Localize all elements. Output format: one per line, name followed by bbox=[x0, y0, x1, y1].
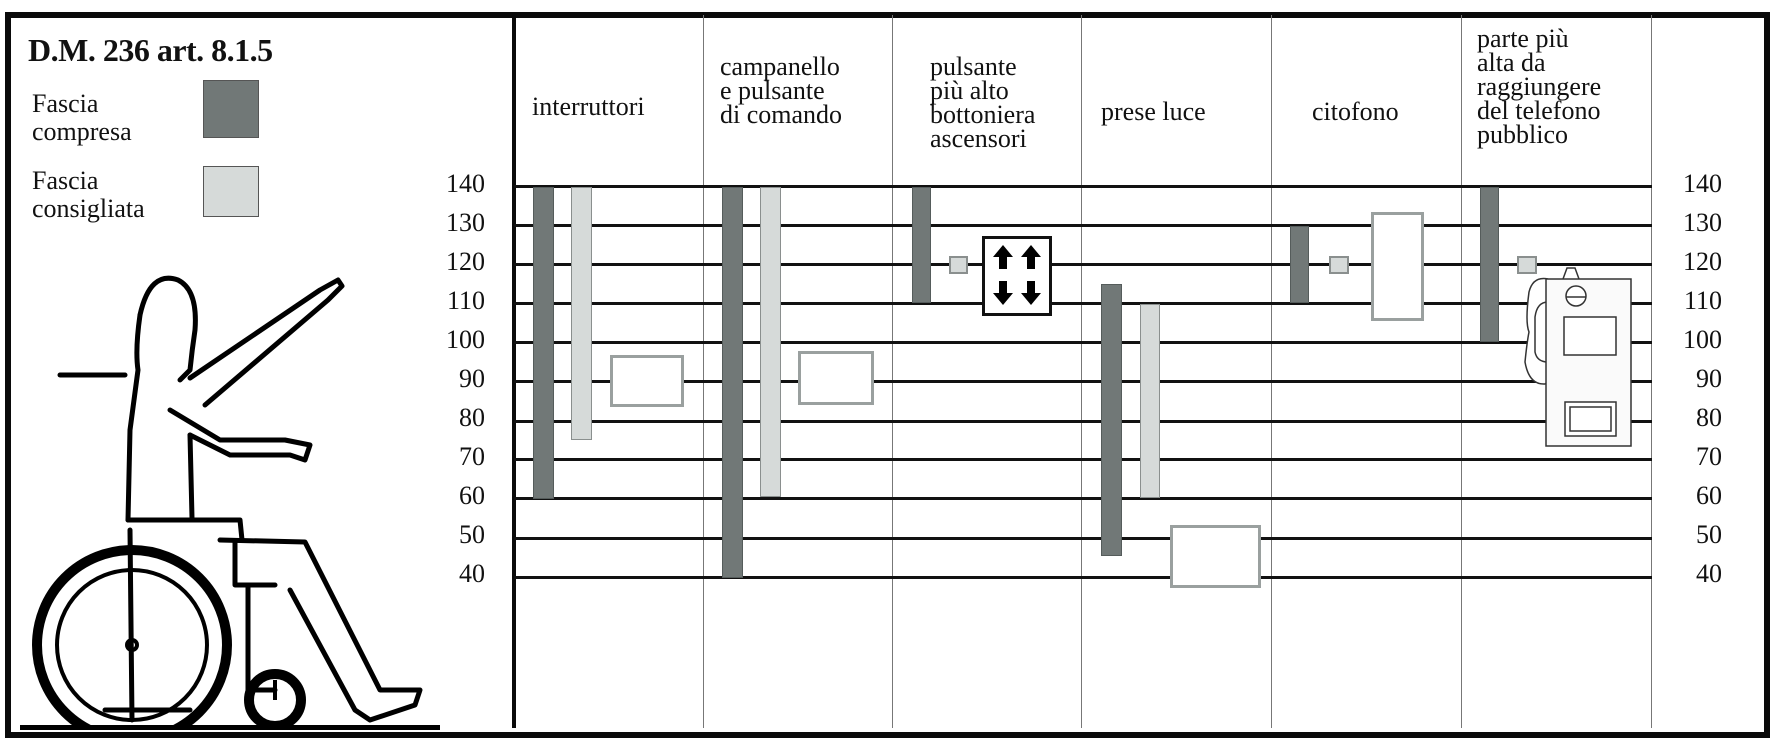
y-tick-label-right: 130 bbox=[1683, 208, 1722, 237]
column-header-pulsante-ascensori: pulsante più alto bottoniera ascensori bbox=[930, 52, 1036, 153]
bar-compresa-interruttori bbox=[533, 187, 554, 499]
y-tick-label: 100 bbox=[446, 325, 485, 354]
gridline-120 bbox=[514, 263, 1652, 266]
bar-compresa-prese-luce bbox=[1101, 284, 1122, 556]
header-line: raggiungere bbox=[1477, 72, 1602, 101]
y-tick-label: 140 bbox=[446, 169, 485, 198]
chart-left-border bbox=[512, 15, 516, 728]
header-line: parte più bbox=[1477, 24, 1569, 53]
gridline-140 bbox=[514, 185, 1652, 188]
gridline-80 bbox=[514, 420, 1652, 423]
column-header-telefono: parte più alta da raggiungere del telefo… bbox=[1477, 24, 1602, 149]
legend-text: compresa bbox=[32, 117, 132, 146]
gridline-100 bbox=[514, 341, 1652, 344]
gridline-90 bbox=[514, 380, 1652, 383]
bar-consigliata-campanello bbox=[760, 187, 781, 497]
public-telephone-icon bbox=[1524, 267, 1632, 447]
column-divider bbox=[1461, 15, 1462, 728]
gridline-110 bbox=[514, 302, 1652, 305]
legend-label-consigliata: Fascia consigliata bbox=[32, 167, 145, 223]
y-tick-label-right: 50 bbox=[1696, 520, 1722, 549]
gridline-50 bbox=[514, 537, 1652, 540]
gridline-40 bbox=[514, 576, 1652, 579]
marker-consigliata-ascensori bbox=[949, 256, 968, 274]
legend-text: consigliata bbox=[32, 194, 145, 223]
column-divider bbox=[1271, 15, 1272, 728]
header-line: citofono bbox=[1312, 97, 1399, 126]
column-divider bbox=[1651, 15, 1652, 728]
intercom-device-icon bbox=[1371, 212, 1424, 321]
y-tick-label-right: 100 bbox=[1683, 325, 1722, 354]
gridline-130 bbox=[514, 224, 1652, 227]
column-header-campanello: campanello e pulsante di comando bbox=[720, 52, 843, 129]
y-tick-label: 60 bbox=[459, 481, 485, 510]
header-line: più alto bbox=[930, 76, 1009, 105]
gridline-70 bbox=[514, 458, 1652, 461]
y-tick-label: 40 bbox=[459, 559, 485, 588]
header-line: di comando bbox=[720, 100, 843, 129]
bar-compresa-campanello bbox=[722, 187, 743, 578]
y-tick-label: 80 bbox=[459, 403, 485, 432]
column-divider bbox=[892, 15, 893, 728]
y-tick-label: 90 bbox=[459, 364, 485, 393]
header-line: e pulsante bbox=[720, 76, 825, 105]
y-tick-label-right: 70 bbox=[1696, 442, 1722, 471]
y-tick-label-right: 120 bbox=[1683, 247, 1722, 276]
page-title: D.M. 236 art. 8.1.5 bbox=[28, 32, 273, 68]
legend-swatch-dark bbox=[203, 80, 259, 138]
header-line: campanello bbox=[720, 52, 840, 81]
column-divider bbox=[1081, 15, 1082, 728]
y-tick-label-right: 90 bbox=[1696, 364, 1722, 393]
bar-consigliata-interruttori bbox=[571, 187, 592, 440]
y-tick-label: 130 bbox=[446, 208, 485, 237]
y-tick-label-right: 110 bbox=[1683, 286, 1722, 315]
marker-consigliata-telefono bbox=[1517, 256, 1537, 274]
column-header-interruttori: interruttori bbox=[532, 92, 645, 121]
y-tick-label-right: 60 bbox=[1696, 481, 1722, 510]
y-tick-label-right: 140 bbox=[1683, 169, 1722, 198]
legend-text: Fascia bbox=[32, 89, 99, 118]
legend-swatch-light bbox=[203, 166, 259, 217]
bar-consigliata-prese-luce bbox=[1140, 304, 1160, 498]
column-header-prese-luce: prese luce bbox=[1101, 97, 1206, 126]
y-tick-label: 70 bbox=[459, 442, 485, 471]
wheelchair-user-icon bbox=[20, 275, 440, 730]
switch-device-icon bbox=[610, 355, 684, 407]
header-line: pulsante bbox=[930, 52, 1017, 81]
header-line: interruttori bbox=[532, 92, 645, 121]
y-tick-label: 50 bbox=[459, 520, 485, 549]
gridline-60 bbox=[514, 497, 1652, 500]
elevator-button-panel-icon bbox=[982, 236, 1052, 316]
y-tick-label-right: 40 bbox=[1696, 559, 1722, 588]
bar-compresa-telefono bbox=[1480, 187, 1499, 342]
elevator-arrows-icon bbox=[993, 245, 1041, 305]
legend-text: Fascia bbox=[32, 166, 99, 195]
bar-compresa-citofono bbox=[1290, 226, 1309, 303]
y-tick-label: 120 bbox=[446, 247, 485, 276]
legend-label-compresa: Fascia compresa bbox=[32, 90, 132, 146]
column-header-citofono: citofono bbox=[1312, 97, 1399, 126]
header-line: bottoniera bbox=[930, 100, 1036, 129]
marker-consigliata-citofono bbox=[1329, 256, 1349, 274]
bar-compresa-ascensori bbox=[912, 187, 931, 303]
header-line: del telefono bbox=[1477, 96, 1601, 125]
header-line: ascensori bbox=[930, 124, 1027, 153]
socket-device-icon bbox=[1170, 525, 1261, 588]
doorbell-device-icon bbox=[798, 351, 874, 405]
y-tick-label-right: 80 bbox=[1696, 403, 1722, 432]
header-line: alta da bbox=[1477, 48, 1546, 77]
y-tick-label: 110 bbox=[446, 286, 485, 315]
column-divider bbox=[703, 15, 704, 728]
header-line: prese luce bbox=[1101, 97, 1206, 126]
header-line: pubblico bbox=[1477, 120, 1568, 149]
diagram-frame bbox=[5, 12, 1770, 738]
